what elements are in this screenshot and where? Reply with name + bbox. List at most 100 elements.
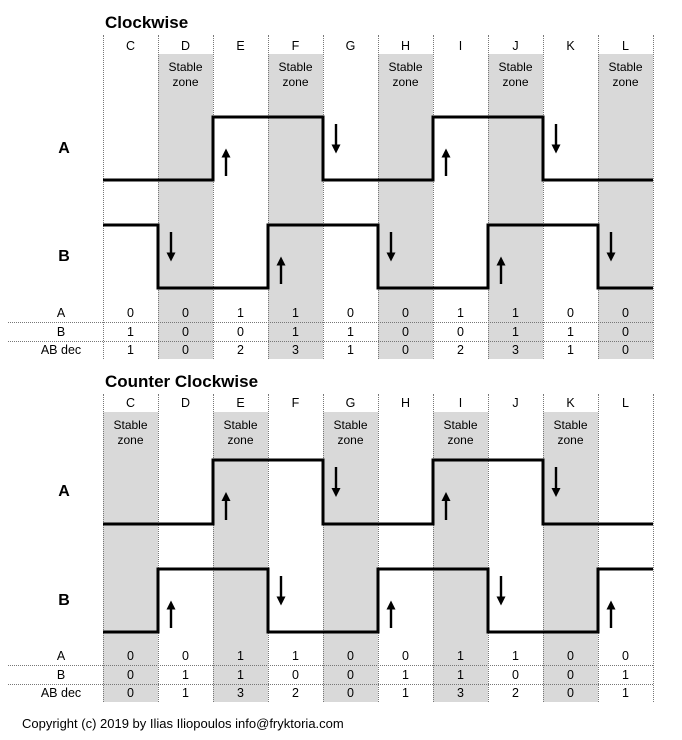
table-cell: 0 xyxy=(127,306,134,320)
falling-edge-arrowhead-icon xyxy=(276,596,286,606)
signal-b-label: B xyxy=(58,591,70,609)
column-separator xyxy=(323,394,324,702)
table-cell: 0 xyxy=(402,306,409,320)
falling-edge-arrowhead-icon xyxy=(496,596,506,606)
column-label: J xyxy=(512,39,519,53)
table-cell: 2 xyxy=(512,686,519,700)
signal-a-label: A xyxy=(58,483,70,500)
column-label: D xyxy=(180,39,191,53)
column-separator xyxy=(433,35,434,359)
column-label: D xyxy=(180,396,191,410)
falling-edge-arrowhead-icon xyxy=(551,144,561,154)
table-cell: 0 xyxy=(182,306,189,320)
table-cell: 1 xyxy=(622,667,629,682)
stable-zone-label: Stable zone xyxy=(443,418,478,447)
table-cell: 0 xyxy=(182,343,189,357)
column-label: E xyxy=(236,396,245,410)
column-separator xyxy=(103,35,104,359)
column-label: H xyxy=(400,39,411,53)
table-cell: 0 xyxy=(567,686,574,700)
column-label: G xyxy=(345,39,356,53)
column-separator xyxy=(213,35,214,359)
table-cell: 1 xyxy=(237,649,244,663)
column-label: F xyxy=(291,39,300,53)
table-cell: 0 xyxy=(567,649,574,663)
table-cell: 3 xyxy=(457,686,464,700)
column-separator xyxy=(433,394,434,702)
column-separator xyxy=(543,35,544,359)
column-separator xyxy=(653,35,654,359)
table-cell: 1 xyxy=(127,324,134,339)
column-separator xyxy=(103,394,104,702)
table-cell: 0 xyxy=(127,686,134,700)
column-label: E xyxy=(236,39,245,53)
table-cell: 1 xyxy=(457,649,464,663)
column-label: C xyxy=(125,39,136,53)
column-label: K xyxy=(566,396,575,410)
column-separator xyxy=(213,394,214,702)
stable-zone-label: Stable zone xyxy=(553,418,588,447)
table-cell: 0 xyxy=(402,324,409,339)
table-row-label: B xyxy=(56,324,66,339)
table-cell: 1 xyxy=(182,667,189,682)
table-cell: 0 xyxy=(402,343,409,357)
table-cell: 1 xyxy=(512,324,519,339)
column-label: I xyxy=(458,39,463,53)
table-cell: 0 xyxy=(512,667,519,682)
table-cell: 0 xyxy=(182,324,189,339)
stable-zone-label: Stable zone xyxy=(608,60,643,89)
stable-zone: Stable zone xyxy=(598,54,653,359)
column-separator xyxy=(543,394,544,702)
signal-b-label: B xyxy=(58,247,70,265)
stable-zone: Stable zone xyxy=(268,54,323,359)
stable-zone-label: Stable zone xyxy=(498,60,533,89)
table-cell: 2 xyxy=(237,343,244,357)
table-cell: 1 xyxy=(292,306,299,320)
table-cell: 3 xyxy=(512,343,519,357)
table-cell: 1 xyxy=(512,306,519,320)
rising-edge-arrowhead-icon xyxy=(441,148,451,158)
table-cell: 0 xyxy=(292,667,299,682)
table-cell: 3 xyxy=(292,343,299,357)
table-cell: 2 xyxy=(292,686,299,700)
table-cell: 0 xyxy=(622,343,629,357)
column-label: J xyxy=(512,396,519,410)
stable-zone-label: Stable zone xyxy=(278,60,313,89)
table-cell: 0 xyxy=(457,324,464,339)
table-cell: 0 xyxy=(347,686,354,700)
table-cell: 0 xyxy=(237,324,244,339)
table-row-label: A xyxy=(56,306,66,320)
table-cell: 1 xyxy=(457,306,464,320)
table-row-separator xyxy=(8,684,653,685)
table-row-label: B xyxy=(56,667,66,682)
rising-edge-arrowhead-icon xyxy=(606,600,616,610)
column-label: I xyxy=(458,396,463,410)
table-cell: 1 xyxy=(567,324,574,339)
table-cell: 1 xyxy=(622,686,629,700)
table-cell: 1 xyxy=(347,324,354,339)
stable-zone: Stable zone xyxy=(158,54,213,359)
table-cell: 1 xyxy=(292,649,299,663)
table-cell: 0 xyxy=(622,324,629,339)
falling-edge-arrowhead-icon xyxy=(331,144,341,154)
table-row-separator xyxy=(8,665,653,666)
table-cell: 1 xyxy=(512,649,519,663)
rising-edge-arrowhead-icon xyxy=(386,600,396,610)
table-cell: 1 xyxy=(127,343,134,357)
diagram-title-counter-clockwise: Counter Clockwise xyxy=(105,372,259,391)
stable-zone-label: Stable zone xyxy=(388,60,423,89)
rising-edge-arrowhead-icon xyxy=(166,600,176,610)
table-row-label: AB dec xyxy=(40,343,82,357)
table-cell: 0 xyxy=(622,649,629,663)
column-separator xyxy=(378,394,379,702)
table-cell: 1 xyxy=(347,343,354,357)
stable-zone-label: Stable zone xyxy=(333,418,368,447)
table-cell: 0 xyxy=(127,667,134,682)
table-cell: 0 xyxy=(347,667,354,682)
column-separator xyxy=(158,35,159,359)
rising-edge-arrowhead-icon xyxy=(221,148,231,158)
column-separator xyxy=(653,394,654,702)
column-label: L xyxy=(622,39,629,53)
table-cell: 1 xyxy=(457,667,464,682)
